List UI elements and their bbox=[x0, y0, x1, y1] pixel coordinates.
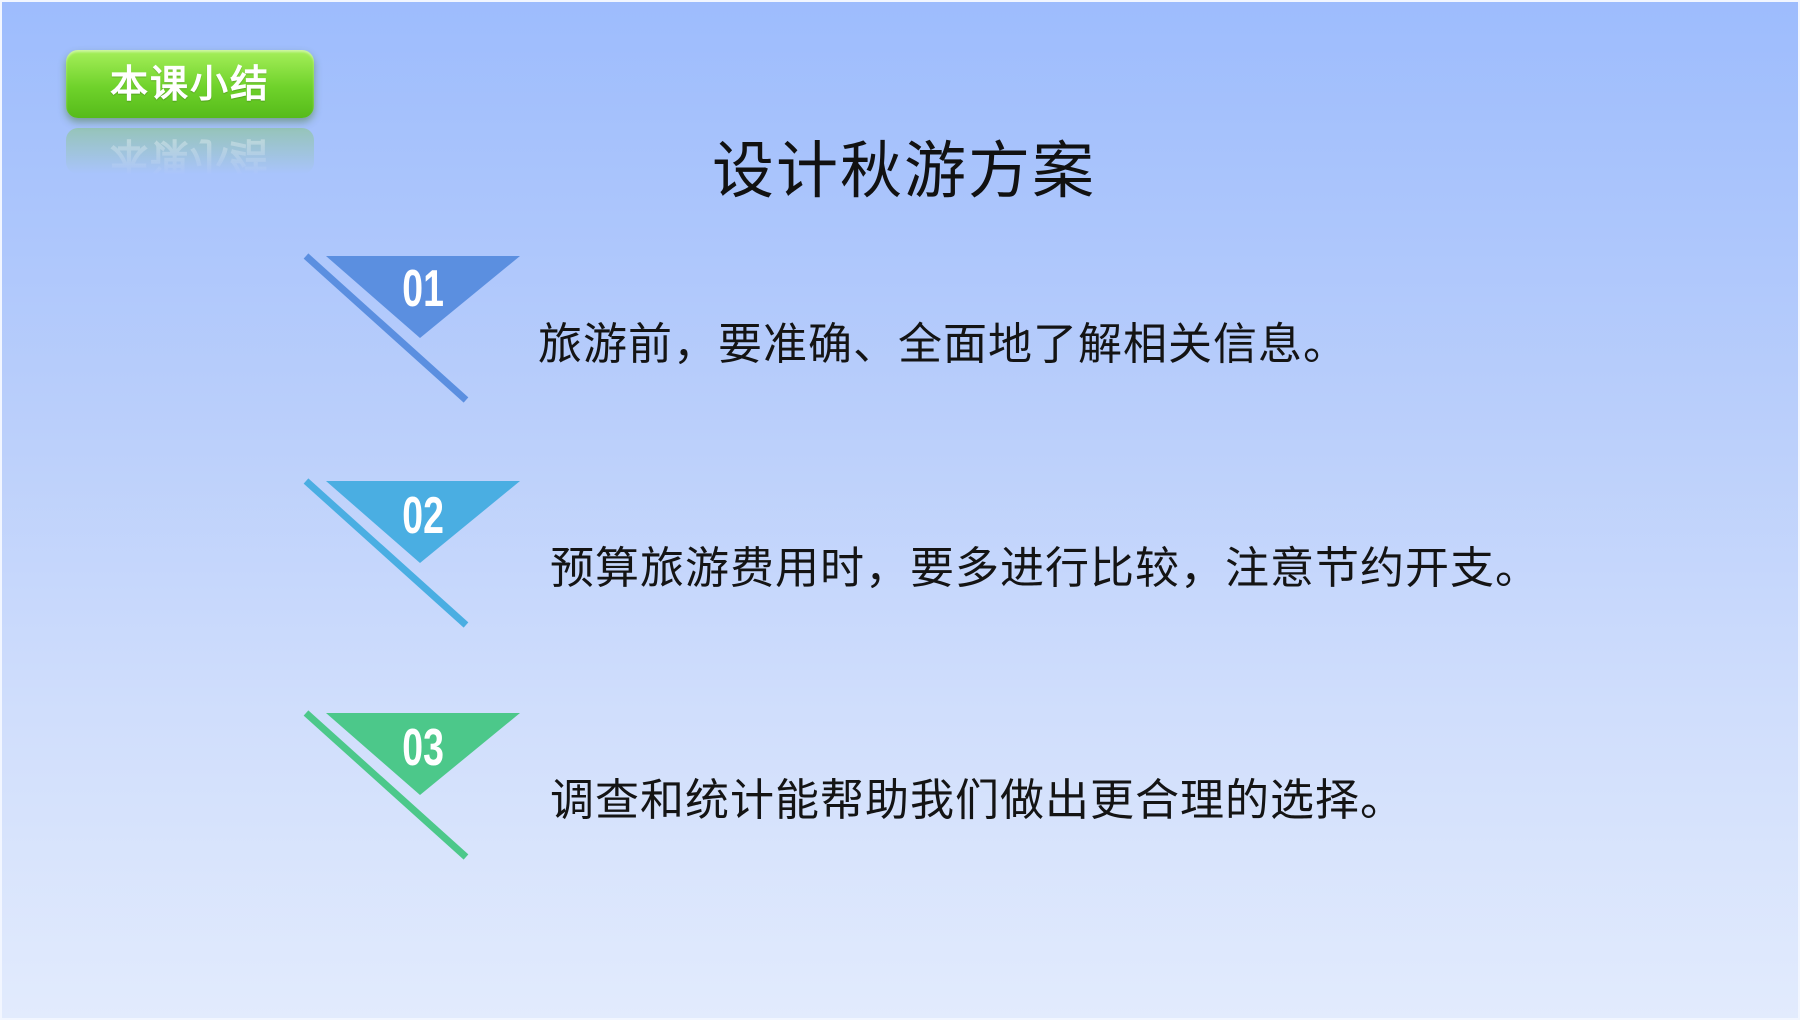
marker-diagonal-line bbox=[303, 478, 469, 628]
item-3-text: 调查和统计能帮助我们做出更合理的选择。 bbox=[550, 775, 1405, 826]
marker-triangle bbox=[326, 481, 520, 563]
item-2-marker: 02 bbox=[300, 477, 530, 647]
item-3-number: 03 bbox=[402, 718, 444, 777]
marker-triangle bbox=[326, 713, 520, 795]
item-2-number: 02 bbox=[402, 486, 444, 545]
marker-diagonal-line bbox=[303, 710, 469, 860]
page-title: 设计秋游方案 bbox=[711, 134, 1096, 207]
summary-badge-reflection: 本课小结 bbox=[66, 128, 314, 174]
triangle-marker-icon: 02 bbox=[303, 478, 520, 628]
item-1-number: 01 bbox=[402, 259, 444, 318]
item-1-marker: 01 bbox=[300, 252, 530, 422]
marker-diagonal-line bbox=[303, 253, 469, 403]
item-3-marker: 03 bbox=[300, 709, 530, 879]
summary-badge: 本课小结 bbox=[66, 50, 314, 118]
triangle-marker-icon: 01 bbox=[303, 253, 520, 403]
item-1-text: 旅游前，要准确、全面地了解相关信息。 bbox=[538, 319, 1348, 370]
marker-triangle bbox=[326, 256, 520, 338]
item-2-text: 预算旅游费用时，要多进行比较，注意节约开支。 bbox=[550, 543, 1540, 594]
triangle-marker-icon: 03 bbox=[303, 710, 520, 860]
